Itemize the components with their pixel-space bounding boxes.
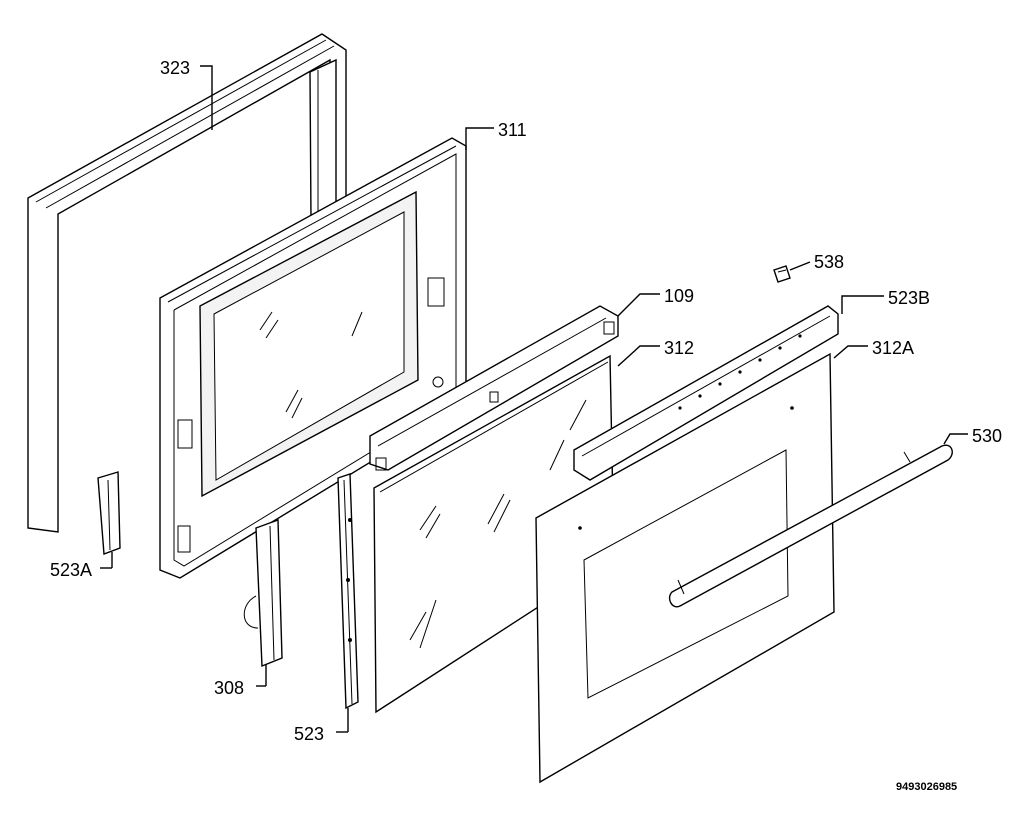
callout-530: 530 [972, 426, 1002, 446]
part-311-inner-panel [159, 137, 467, 579]
callout-323: 323 [160, 58, 190, 78]
part-523B-top-rail [573, 305, 839, 481]
part-312A-outer-glass [535, 352, 835, 784]
callout-311: 311 [498, 120, 527, 140]
part-523A-bracket [97, 471, 121, 569]
callout-312: 312 [664, 338, 694, 358]
callout-312A: 312A [872, 338, 914, 358]
part-109-top-strip [369, 305, 619, 471]
part-530-handle [668, 444, 953, 608]
callout-523B: 523B [888, 288, 930, 308]
callout-308: 308 [214, 678, 244, 698]
callout-538: 538 [814, 252, 844, 272]
callout-523: 523 [294, 724, 324, 744]
leader-lines [200, 65, 968, 445]
callout-109: 109 [664, 286, 694, 306]
part-538-screw [773, 265, 791, 283]
callout-523A: 523A [50, 560, 92, 580]
document-code: 9493026985 [896, 781, 957, 793]
part-308-hinge [243, 519, 283, 687]
part-523-side-bracket [336, 473, 359, 733]
